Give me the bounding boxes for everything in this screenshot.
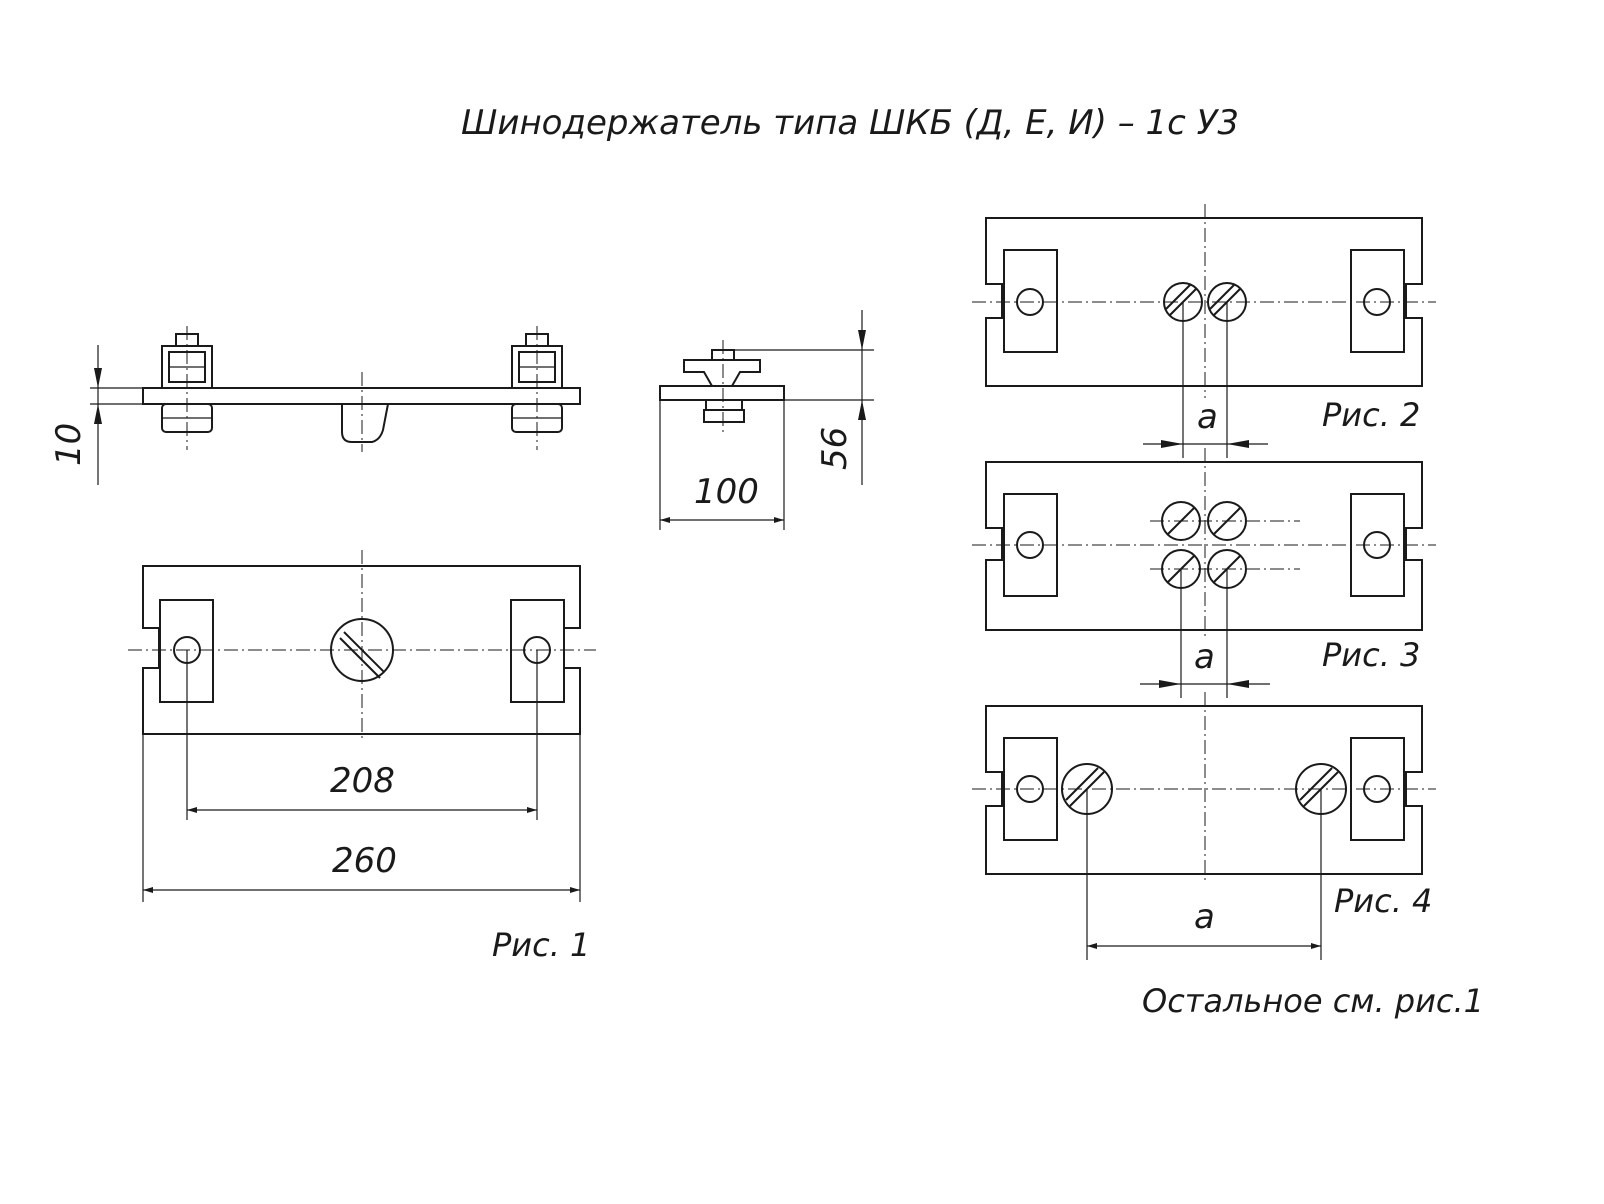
fig2-view: a Рис. 2: [972, 204, 1436, 458]
dim-thickness: 10: [49, 423, 89, 466]
fig3-dim-a: a: [1194, 637, 1215, 677]
fig4-view: a Рис. 4: [972, 692, 1436, 960]
plan-view-fig1: 208 260 Рис. 1: [128, 550, 596, 964]
fig2-caption: Рис. 2: [1322, 396, 1420, 434]
front-elevation: 10: [49, 326, 581, 485]
side-view: 100 56: [659, 310, 874, 530]
dim-length: 260: [332, 841, 397, 881]
dim-width: 100: [694, 472, 759, 512]
fig3-caption: Рис. 3: [1322, 636, 1420, 674]
drawing-title: Шинодержатель типа ШКБ (Д, Е, И) – 1с У3: [461, 103, 1239, 143]
dim-height: 56: [815, 427, 855, 470]
fig4-dim-a: a: [1194, 897, 1215, 937]
fig1-caption: Рис. 1: [492, 926, 590, 964]
note-text: Остальное см. рис.1: [1142, 982, 1484, 1020]
dim-between-holes: 208: [330, 761, 395, 801]
fig3-view: a Рис. 3: [972, 448, 1436, 698]
fig2-dim-a: a: [1197, 397, 1218, 437]
fig4-caption: Рис. 4: [1334, 882, 1432, 920]
